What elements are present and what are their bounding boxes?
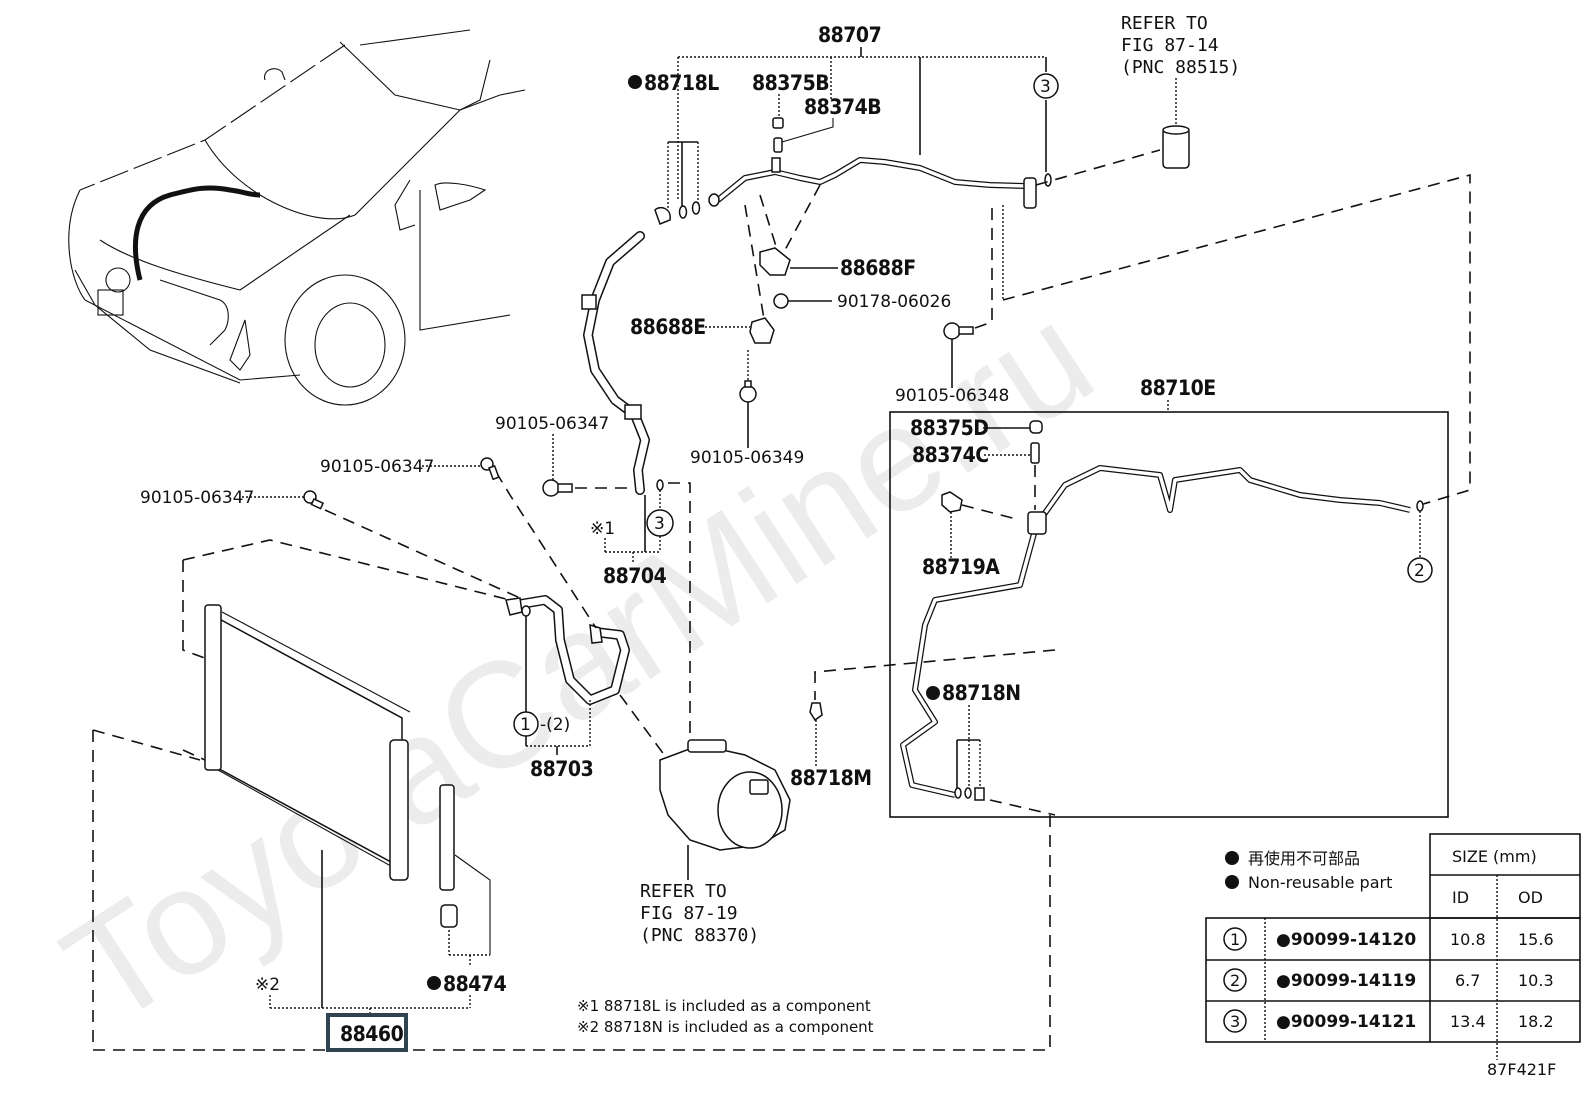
bolt-icon (943, 322, 961, 340)
table-row: 1 ●90099-14120 10.8 15.6 (1223, 927, 1554, 951)
callout-88707: 88707 (677, 23, 1047, 200)
svg-text:3: 3 (654, 514, 665, 534)
oring-part-number[interactable]: ●90099-14119 (1276, 971, 1416, 991)
svg-text:18.2: 18.2 (1518, 1012, 1554, 1031)
part-number-88704[interactable]: 88704 (603, 564, 667, 588)
nonreusable-bullet-icon (427, 976, 441, 990)
ref-line-2[interactable]: FIG 87-14 (1121, 35, 1219, 56)
part-number-88719A[interactable]: 88719A (922, 555, 1001, 579)
legend-jp: 再使用不可部品 (1248, 849, 1360, 868)
table-row: 3 ●90099-14121 13.4 18.2 (1223, 1009, 1554, 1033)
bolt-icon (739, 385, 757, 403)
part-number-90105-06349[interactable]: 90105-06349 (690, 448, 804, 468)
condenser-88460-drawing: 88474 ※2 88460 (182, 539, 511, 1052)
part-number-88718N[interactable]: 88718N (942, 681, 1021, 705)
clamp-88688E-icon (749, 317, 775, 344)
ref-line-1: REFER TO (1121, 13, 1208, 34)
table-row: 2 ●90099-14119 6.7 10.3 (1223, 968, 1554, 992)
callout-90105-06348: 90105-06348 (895, 173, 1471, 506)
ref-line-3: (PNC 88515) (1121, 57, 1240, 78)
footnotes: ※1 88718L is included as a component ※2 … (577, 997, 874, 1036)
svg-text:2: 2 (1230, 971, 1240, 990)
part-number-88688E[interactable]: 88688E (630, 315, 706, 339)
part-number-90178-06026[interactable]: 90178-06026 (837, 292, 951, 312)
svg-text:6.7: 6.7 (1455, 971, 1480, 990)
nonreusable-bullet-icon (1225, 851, 1239, 865)
note-ref-2: ※2 (255, 975, 280, 995)
footnote-1: ※1 88718L is included as a component (577, 997, 871, 1015)
nonreusable-bullet-icon (628, 75, 642, 89)
vehicle-locator-illustration (68, 29, 526, 406)
col-id: ID (1452, 888, 1469, 907)
callout-88718M: 88718M (790, 649, 1056, 790)
part-number-88710E[interactable]: 88710E (1140, 376, 1216, 400)
ref-compressor-line-2[interactable]: FIG 87-19 (640, 903, 738, 924)
oring-marker-3-top: 3 (1033, 73, 1059, 99)
legend: 再使用不可部品 Non-reusable part (1225, 849, 1392, 892)
highlight-box-88460 (326, 1013, 408, 1052)
hose-88703-drawing: 1 -(2) 88703 (495, 471, 669, 781)
part-number-88688F[interactable]: 88688F (840, 256, 916, 280)
reference-expansion-valve: REFER TO FIG 87-14 (PNC 88515) (1035, 13, 1240, 186)
ref-compressor-line-3: (PNC 88370) (640, 925, 759, 946)
svg-text:3: 3 (1040, 77, 1051, 97)
part-number-88375D[interactable]: 88375D (910, 416, 989, 440)
part-number-90105-06347-a[interactable]: 90105-06347 (140, 488, 254, 508)
oring-part-number[interactable]: ●90099-14120 (1276, 930, 1416, 950)
part-number-88703[interactable]: 88703 (530, 757, 594, 781)
part-number-88474[interactable]: 88474 (443, 972, 507, 996)
check-valve-icon (809, 702, 823, 722)
callout-88375B: 88375B (752, 71, 830, 129)
hose-88704-drawing: 90105-06347 3 ※1 88704 (495, 231, 691, 740)
part-number-88718M[interactable]: 88718M (790, 766, 872, 790)
part-number-88374B[interactable]: 88374B (804, 95, 882, 119)
col-od: OD (1518, 888, 1543, 907)
part-number-90105-06348[interactable]: 90105-06348 (895, 386, 1009, 406)
figure-id: 87F421F (1487, 1060, 1556, 1079)
hose-88707-drawing (708, 157, 1052, 209)
pressure-switch-icon (941, 491, 963, 513)
bracket-group: 88688F 90178-06026 88688E 90105-06349 (630, 184, 951, 468)
part-number-88718L[interactable]: 88718L (644, 71, 720, 95)
callout-90105-06347-b: 90105-06347 (320, 457, 500, 481)
footnote-2: ※2 88718N is included as a component (577, 1018, 874, 1036)
ref-compressor-line-1: REFER TO (640, 881, 727, 902)
compressor-drawing: REFER TO FIG 87-19 (PNC 88370) (640, 739, 791, 946)
oring-size-table: SIZE (mm) ID OD 1 ●90099-14120 10.8 15.6… (1205, 833, 1581, 1060)
oring-marker-2 (1407, 557, 1433, 583)
assembly-box-88710E: 88710E 88375D 88374C 88719A 2 88718N (889, 376, 1449, 818)
part-number-88460[interactable]: 88460 (340, 1022, 404, 1046)
part-number-88374C[interactable]: 88374C (912, 443, 989, 467)
svg-text:15.6: 15.6 (1518, 930, 1554, 949)
part-number-90105-06347-c[interactable]: 90105-06347 (495, 414, 609, 434)
oring-part-number[interactable]: ●90099-14121 (1276, 1012, 1416, 1032)
callout-90105-06347-a: 90105-06347 (140, 488, 521, 599)
svg-text:2: 2 (1414, 561, 1425, 581)
part-number-88375B[interactable]: 88375B (752, 71, 830, 95)
svg-text:1: 1 (520, 715, 531, 735)
callout-88374B: 88374B (773, 95, 882, 153)
svg-text:13.4: 13.4 (1450, 1012, 1486, 1031)
legend-en: Non-reusable part (1248, 873, 1392, 892)
nut-icon (773, 293, 789, 309)
svg-text:10.3: 10.3 (1518, 971, 1554, 990)
clamp-88688F-icon (759, 247, 791, 276)
nonreusable-bullet-icon (926, 686, 940, 700)
svg-text:3: 3 (1230, 1012, 1240, 1031)
bolt-icon (542, 479, 560, 497)
plug-icon (440, 904, 458, 928)
part-number-88707[interactable]: 88707 (818, 23, 882, 47)
svg-text:1: 1 (1230, 930, 1240, 949)
size-header: SIZE (mm) (1452, 847, 1537, 866)
note-ref-1: ※1 (590, 519, 615, 539)
strainer-icon (439, 784, 455, 891)
oring-range: -(2) (540, 715, 570, 735)
nonreusable-bullet-icon (1225, 875, 1239, 889)
part-number-90105-06347-b[interactable]: 90105-06347 (320, 457, 434, 477)
callout-88718L: 88718L (628, 71, 720, 225)
svg-text:10.8: 10.8 (1450, 930, 1486, 949)
